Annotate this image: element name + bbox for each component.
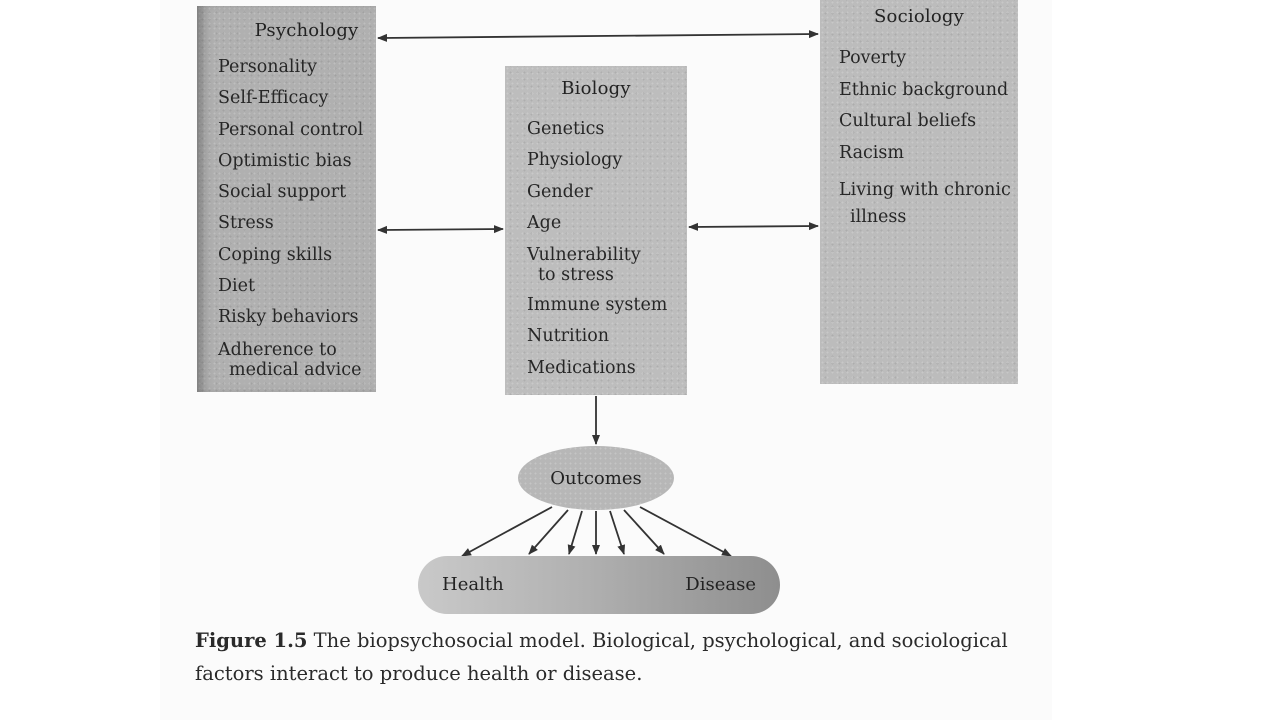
list-item-line-1: Vulnerability: [527, 245, 641, 266]
list-item: Gender: [527, 181, 593, 202]
psychology-box: Psychology Personality Self-Efficacy Per…: [197, 6, 376, 392]
sociology-list: Poverty Ethnic background Cultural belie…: [839, 43, 1011, 232]
arrow-biology-sociology: [688, 222, 819, 231]
list-item: Poverty: [839, 48, 907, 68]
list-item-line-2: illness: [850, 206, 907, 227]
list-item: Personal control: [218, 119, 364, 140]
health-disease-spectrum: Health Disease: [418, 556, 780, 614]
list-item: Living with chronic illness: [839, 169, 1011, 232]
list-item: Age: [527, 212, 562, 233]
psychology-list: Personality Self-Efficacy Personal contr…: [218, 52, 363, 385]
disease-label: Disease: [685, 574, 756, 595]
arrow-psychology-sociology: [377, 30, 819, 42]
biology-box: Biology Genetics Physiology Gender Age V…: [505, 66, 687, 395]
arrow-outcome-2: [528, 509, 569, 555]
list-item: Nutrition: [527, 326, 610, 347]
sociology-title: Sociology: [874, 6, 964, 27]
list-item: Diet: [218, 276, 256, 297]
list-item-line-2: medical advice: [229, 359, 362, 380]
sociology-box: Sociology Poverty Ethnic background Cult…: [820, 0, 1018, 384]
psychology-title: Psychology: [254, 20, 359, 41]
list-item: Optimistic bias: [218, 150, 352, 171]
list-item: Medications: [527, 357, 636, 378]
health-label: Health: [442, 574, 504, 595]
arrow-outcome-5: [609, 510, 626, 555]
list-item: Adherence to medical advice: [218, 334, 363, 385]
arrow-outcome-6: [623, 509, 665, 555]
arrow-outcome-3: [567, 510, 583, 555]
list-item: Genetics: [527, 119, 605, 139]
list-item-line-1: Living with chronic: [839, 180, 1011, 200]
biology-list: Genetics Physiology Gender Age Vulnerabi…: [527, 114, 667, 384]
list-item: Risky behaviors: [218, 307, 359, 328]
list-item: Ethnic background: [839, 79, 1009, 100]
figure-label: Figure 1.5: [195, 629, 308, 652]
arrow-psychology-biology: [377, 225, 504, 234]
list-item: Coping skills: [218, 244, 333, 265]
outcomes-node: Outcomes: [518, 446, 674, 510]
list-item: Cultural beliefs: [839, 111, 977, 131]
biology-title: Biology: [561, 78, 631, 99]
list-item-line-2: to stress: [538, 265, 614, 286]
outcomes-label: Outcomes: [550, 467, 642, 489]
caption-text: The biopsychosocial model. Biological, p…: [195, 629, 1008, 685]
figure-caption: Figure 1.5 The biopsychosocial model. Bi…: [195, 624, 1035, 690]
list-item: Personality: [218, 57, 318, 77]
list-item: Stress: [218, 213, 274, 234]
list-item-line-1: Adherence to: [218, 339, 337, 360]
list-item: Self-Efficacy: [218, 88, 329, 109]
arrow-outcome-1: [461, 506, 553, 557]
list-item: Physiology: [527, 150, 623, 171]
list-item: Immune system: [527, 295, 668, 316]
list-item: Social support: [218, 182, 347, 203]
arrow-outcome-7: [639, 506, 732, 557]
list-item: Racism: [839, 142, 904, 163]
list-item: Vulnerability to stress: [527, 239, 667, 290]
